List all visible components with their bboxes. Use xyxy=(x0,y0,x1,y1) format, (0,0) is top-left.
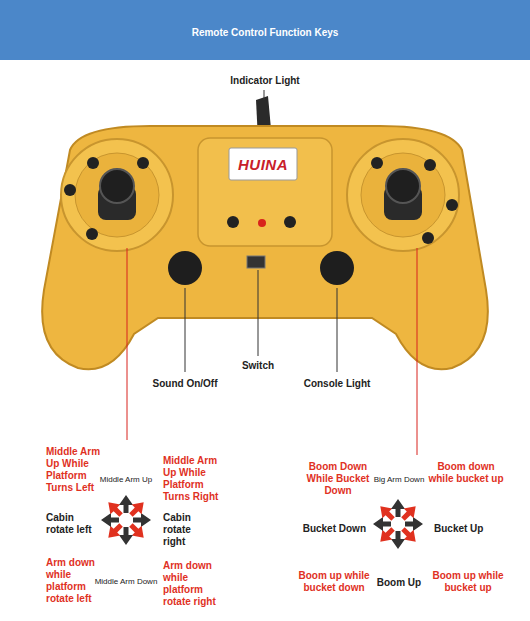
direction-arrow xyxy=(373,517,391,531)
function-label: Boom Down While Bucket Down xyxy=(296,461,380,497)
function-label: Middle Arm Up While Platform Turns Left xyxy=(46,446,104,494)
header-title: Remote Control Function Keys xyxy=(0,27,530,39)
function-label: Cabin rotate left xyxy=(46,512,94,536)
direction-arrow xyxy=(119,495,133,513)
function-label: Bucket Down xyxy=(280,523,366,535)
brand-logo: HUINA xyxy=(229,157,297,173)
function-label: Boom up while bucket up xyxy=(426,570,510,594)
direction-arrow xyxy=(405,517,423,531)
direction-arrow xyxy=(401,506,416,521)
function-label: Middle Arm Up While Platform Turns Right xyxy=(163,455,227,503)
function-label: Boom up while bucket down xyxy=(288,570,380,594)
function-label: Cabin rotate right xyxy=(163,512,213,548)
function-label: Indicator Light xyxy=(205,75,325,87)
direction-arrow xyxy=(133,513,151,527)
function-label: Middle Arm Up xyxy=(94,474,158,486)
direction-arrow xyxy=(129,502,144,517)
function-label: Boom Up xyxy=(364,577,434,589)
function-label: Switch xyxy=(208,360,308,372)
function-label: Bucket Up xyxy=(434,523,514,535)
direction-arrow xyxy=(391,531,405,549)
direction-arrow xyxy=(119,527,133,545)
function-label: Console Light xyxy=(277,378,397,390)
function-label: Boom down while bucket up xyxy=(428,461,504,485)
direction-arrow xyxy=(101,513,119,527)
function-label: Middle Arm Down xyxy=(90,576,162,588)
function-label: Big Arm Down xyxy=(366,474,432,486)
direction-arrow xyxy=(391,499,405,517)
function-label: Arm down while platform rotate right xyxy=(163,560,227,608)
function-label: Sound On/Off xyxy=(125,378,245,390)
